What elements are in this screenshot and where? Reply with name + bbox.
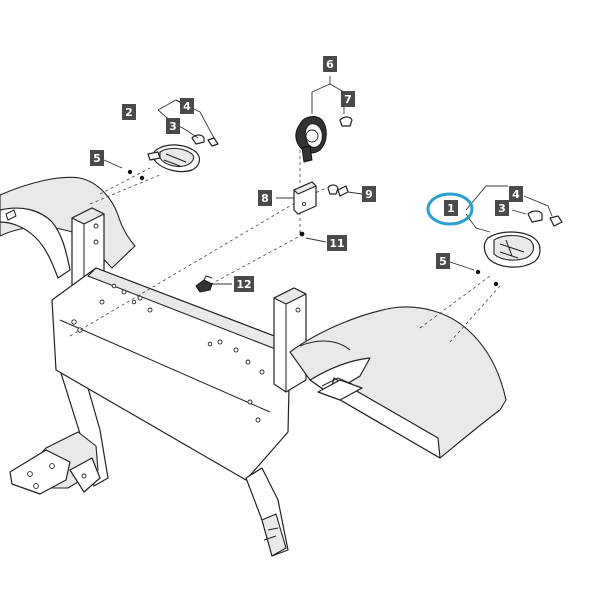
callout-7-label: 7 (344, 93, 352, 106)
center-work-lamp (295, 76, 353, 163)
bracket-assembly (276, 181, 363, 243)
clip-part (195, 275, 232, 293)
callout-4-left: 4 (180, 98, 194, 114)
mounting-plate (51, 267, 291, 481)
callout-6: 6 (323, 56, 337, 72)
callout-4-left-label: 4 (183, 100, 191, 113)
callout-3-right-label: 3 (498, 202, 506, 215)
right-fender (289, 306, 507, 459)
callout-8-label: 8 (261, 192, 269, 205)
callout-9: 9 (362, 186, 376, 202)
callout-4-right-label: 4 (512, 188, 520, 201)
callout-8: 8 (258, 190, 272, 206)
callout-6-label: 6 (326, 58, 334, 71)
left-leg (9, 359, 109, 495)
callout-5-left-label: 5 (93, 152, 101, 165)
right-post (273, 287, 307, 393)
left-work-light (103, 99, 219, 181)
callout-12-label: 12 (236, 278, 251, 291)
callout-3-left: 3 (166, 118, 180, 134)
callout-9-label: 9 (365, 188, 373, 201)
callout-1-highlight-ring (426, 192, 474, 226)
callout-4-right: 4 (509, 186, 523, 202)
callout-1: 1 (444, 200, 458, 216)
callout-5-left: 5 (90, 150, 104, 166)
callout-12: 12 (234, 276, 254, 292)
left-fender (0, 176, 136, 279)
callout-5-right-label: 5 (439, 255, 447, 268)
callout-3-right: 3 (495, 200, 509, 216)
callout-11: 11 (327, 235, 347, 251)
callout-3-left-label: 3 (169, 120, 177, 133)
callout-11-label: 11 (329, 237, 344, 250)
right-work-light (449, 185, 563, 287)
callout-5-right: 5 (436, 253, 450, 269)
callout-2-label: 2 (125, 106, 133, 119)
callout-7: 7 (341, 91, 355, 107)
callout-2: 2 (122, 104, 136, 120)
lower-frame (245, 467, 289, 557)
callout-1-label: 1 (447, 202, 455, 215)
